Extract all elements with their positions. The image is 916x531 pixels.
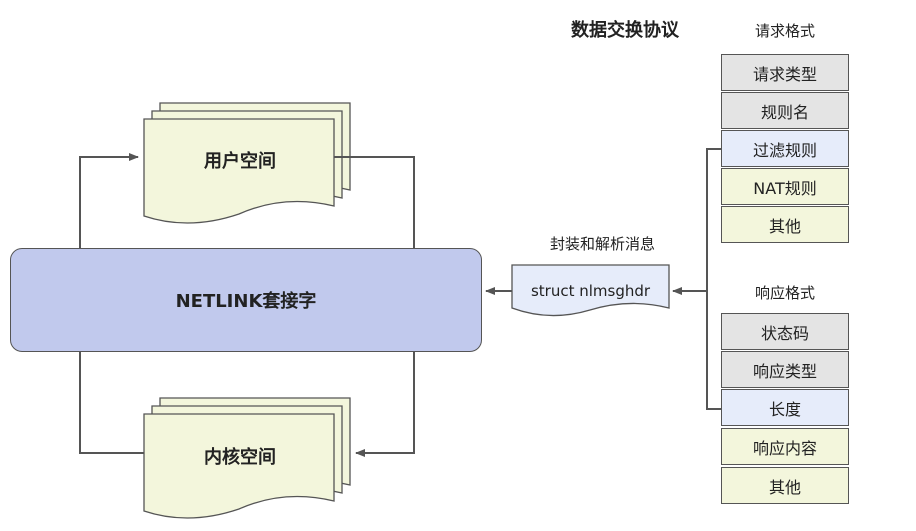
request-field-label: 过滤规则 [752, 140, 817, 160]
request-field-label: 规则名 [760, 102, 809, 122]
response-field: 状态码 [721, 313, 849, 350]
request-format-caption: 请求格式 [754, 22, 815, 40]
response-field-label: 状态码 [760, 323, 809, 343]
diagram-title: 数据交换协议 [571, 20, 679, 41]
request-field: 过滤规则 [721, 130, 849, 167]
user-space-doc-stack [143, 102, 351, 224]
encap-caption: 封装和解析消息 [549, 235, 655, 253]
response-field: 长度 [721, 389, 849, 426]
request-field-label: 请求类型 [752, 64, 817, 84]
response-field-label: 长度 [768, 399, 801, 419]
connector-netlink-to-kernel-left [79, 352, 144, 454]
response-field: 响应类型 [721, 351, 849, 388]
request-field-label: 其他 [768, 216, 801, 236]
request-field: 其他 [721, 206, 849, 243]
struct-shape [511, 264, 670, 317]
netlink-label: NETLINK套接字 [175, 291, 317, 312]
response-field-label: 响应类型 [752, 361, 817, 381]
connector-netlink-to-kernel-right [355, 352, 415, 457]
netlink-socket-box: NETLINK套接字 [10, 248, 482, 352]
response-field-label: 其他 [768, 477, 801, 497]
connector-user-to-netlink [334, 156, 415, 248]
request-field: 请求类型 [721, 54, 849, 91]
request-field: NAT规则 [721, 168, 849, 205]
response-field: 其他 [721, 467, 849, 504]
kernel-space-label: 内核空间 [204, 447, 276, 468]
bracket-formats-to-struct [706, 148, 721, 410]
response-format-caption: 响应格式 [754, 284, 815, 302]
response-field: 响应内容 [721, 428, 849, 465]
response-field-label: 响应内容 [752, 438, 817, 458]
struct-label: struct nlmsghdr [530, 282, 651, 300]
user-space-label: 用户空间 [204, 151, 276, 172]
connector-netlink-to-user [79, 153, 139, 248]
request-field-label: NAT规则 [753, 178, 817, 198]
request-field: 规则名 [721, 92, 849, 129]
kernel-space-doc-stack [143, 397, 351, 519]
